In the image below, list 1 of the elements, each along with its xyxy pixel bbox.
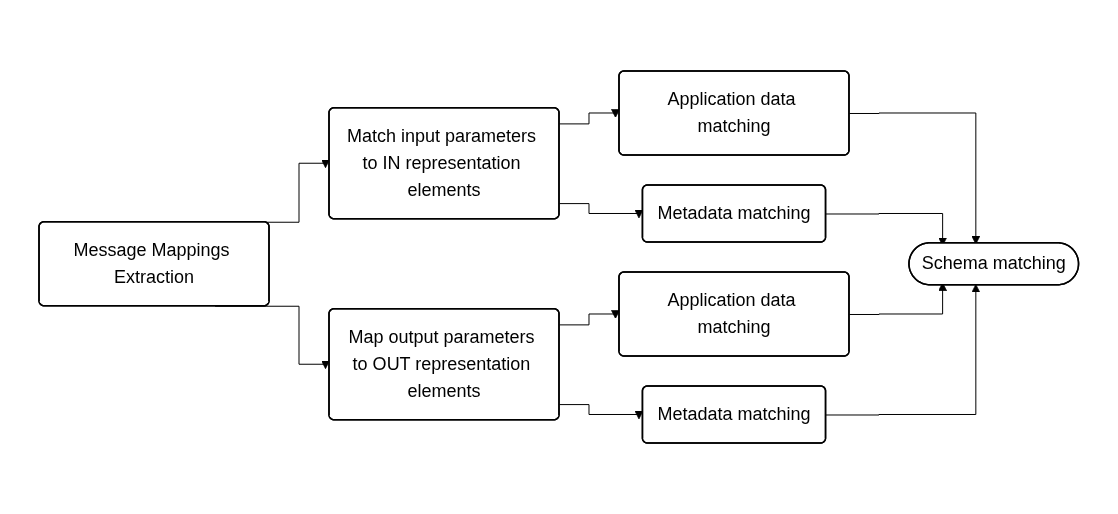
arrow — [825, 284, 981, 416]
